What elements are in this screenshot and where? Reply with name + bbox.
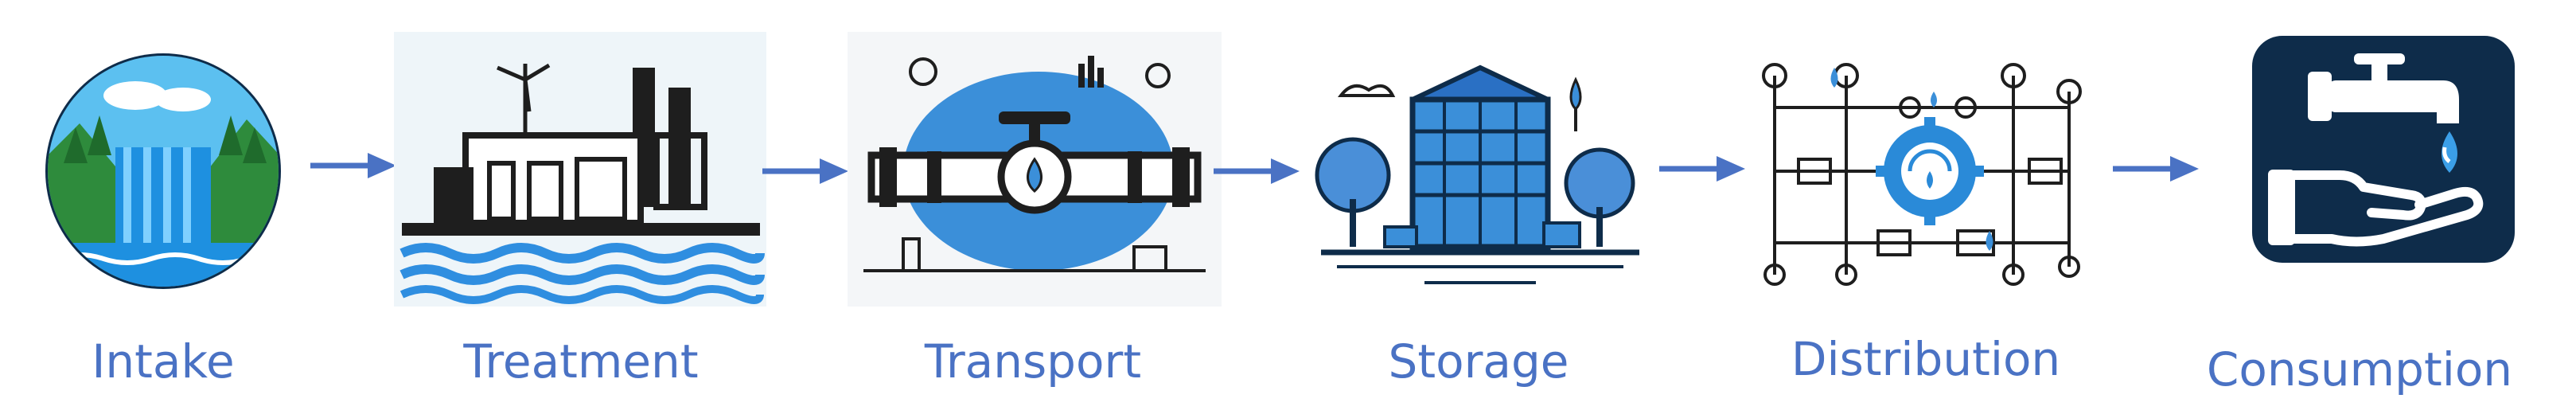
arrow-right-icon [1659,156,1745,182]
faucet-hand-icon [2252,36,2515,263]
stage-label-consumption: Consumption [2206,342,2513,397]
water-tank-icon [1315,64,1639,284]
pipeline-valve-icon [848,32,1222,307]
arrow-right-icon [1214,158,1300,184]
arrow-right-icon [762,158,848,184]
treatment-plant-icon [394,32,766,307]
waterfall-intake-icon [45,53,281,289]
distribution-network-icon [1762,63,2082,286]
arrow-right-icon [2113,156,2199,182]
stage-label-treatment: Treatment [463,334,699,389]
arrow-right-icon [310,153,396,178]
stage-label-storage: Storage [1388,334,1569,389]
stage-label-transport: Transport [924,334,1142,389]
stage-label-distribution: Distribution [1791,332,2061,386]
stage-label-intake: Intake [92,334,235,389]
